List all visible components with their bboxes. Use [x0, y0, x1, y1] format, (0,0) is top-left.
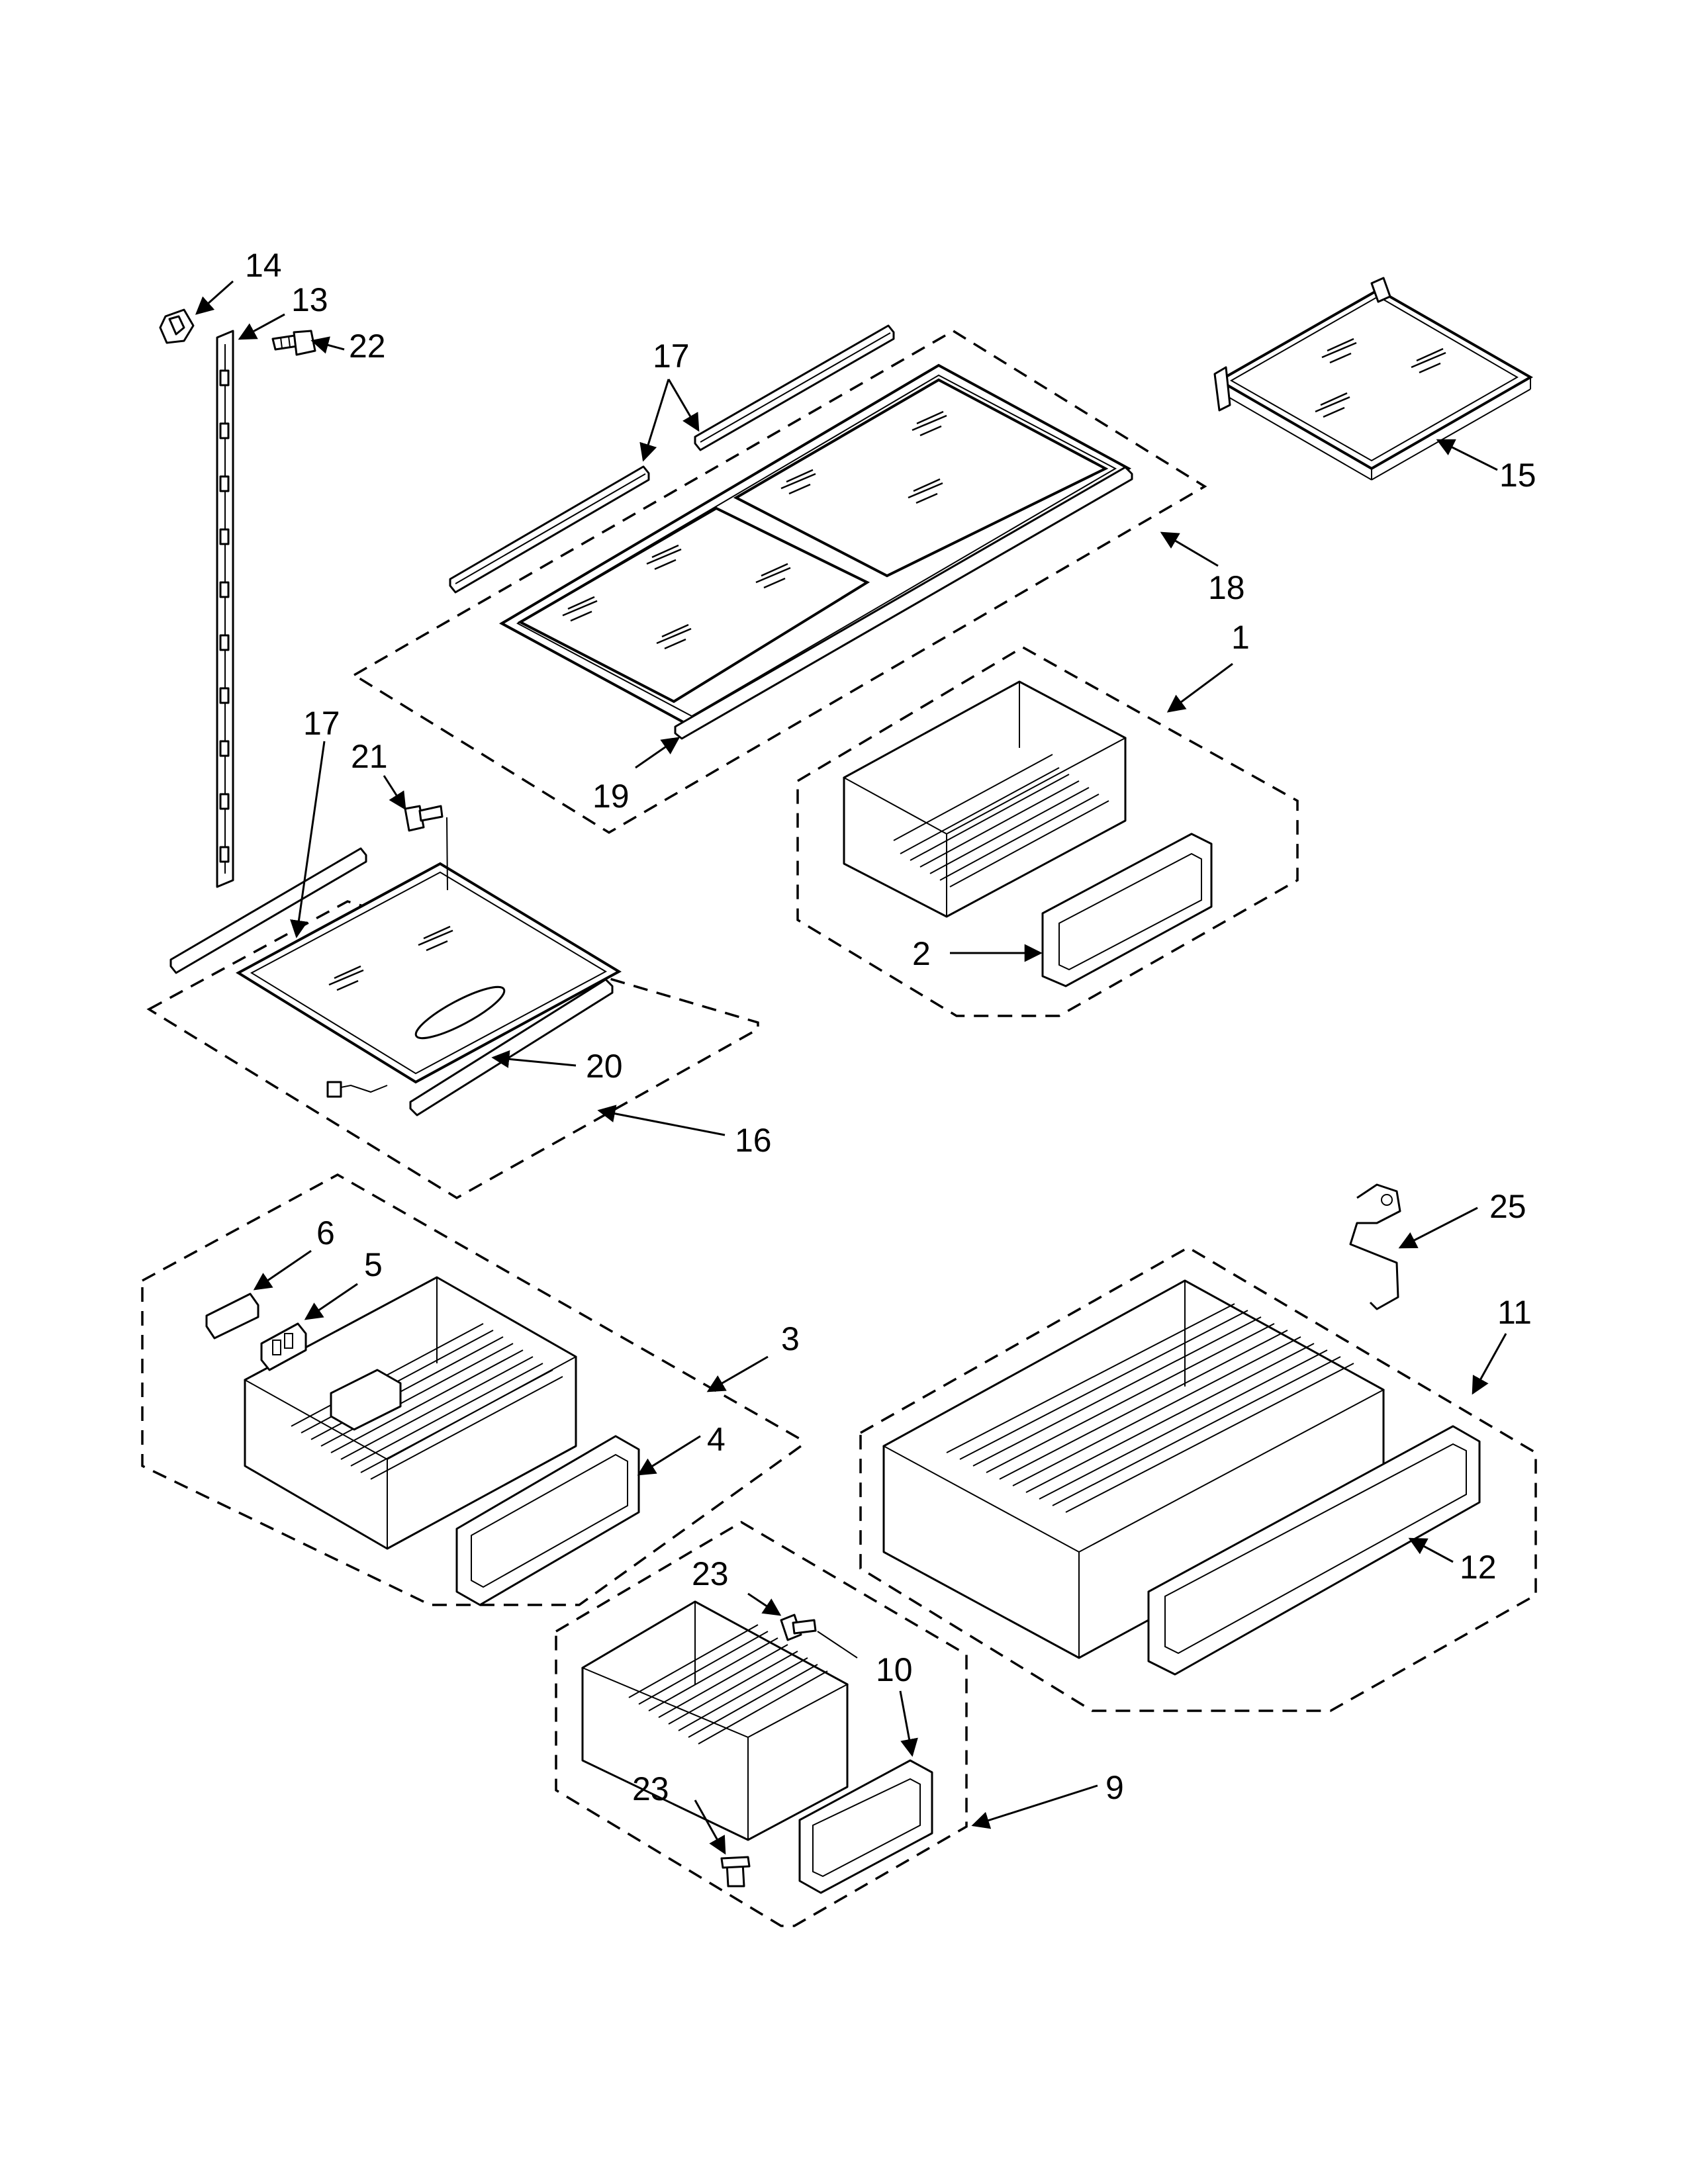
callout-12: 12: [1460, 1549, 1497, 1586]
part-16-lower-shelf-assembly: [146, 847, 759, 1200]
part-15-small-shelf: [1213, 277, 1534, 480]
callout-20: 20: [586, 1048, 623, 1085]
part-3-drawer-assembly: [141, 1173, 802, 1606]
part-11-drawer-assembly: [859, 1246, 1537, 1712]
part-21-screw: [404, 805, 448, 891]
part-23-screw-lower: [720, 1856, 751, 1888]
part-23-screw-upper: [780, 1614, 858, 1659]
callout-13: 13: [291, 281, 328, 318]
part-1-drawer-assembly: [796, 645, 1299, 1017]
callout-14: 14: [245, 247, 282, 284]
callout-9: 9: [1105, 1769, 1124, 1806]
part-13-shelf-ladder: [216, 330, 234, 888]
callout-17-upper: 17: [653, 338, 690, 375]
callout-1: 1: [1231, 619, 1250, 656]
part-6-trim-piece: [205, 1293, 259, 1340]
callout-6: 6: [316, 1214, 335, 1251]
callout-17-lower: 17: [303, 705, 340, 742]
callout-22: 22: [349, 328, 386, 365]
callout-labels: 14 13 22 17 15 18 1 19 17 21 2 20 16 6 5…: [245, 247, 1536, 1807]
callout-21: 21: [351, 738, 388, 775]
part-5-filter: [260, 1322, 307, 1371]
callout-19: 19: [592, 778, 630, 815]
leader-lines: [195, 280, 1507, 1855]
callout-23-lower: 23: [632, 1770, 669, 1807]
callout-11: 11: [1497, 1294, 1532, 1331]
callout-2: 2: [912, 935, 931, 972]
callout-10: 10: [876, 1651, 913, 1688]
part-14-end-cap: [159, 308, 195, 344]
callout-15: 15: [1499, 457, 1536, 494]
part-22-screw: [271, 330, 316, 356]
callout-16: 16: [735, 1122, 772, 1159]
callout-23-upper: 23: [692, 1555, 729, 1592]
callout-18: 18: [1208, 569, 1245, 606]
part-9-drawer-assembly: [555, 1520, 968, 1927]
callout-5: 5: [364, 1246, 383, 1283]
callout-25: 25: [1489, 1188, 1526, 1225]
callout-4: 4: [707, 1421, 726, 1458]
part-25-bracket: [1349, 1183, 1401, 1310]
callout-3: 3: [781, 1320, 800, 1357]
part-18-shelf-assembly: [352, 324, 1207, 835]
